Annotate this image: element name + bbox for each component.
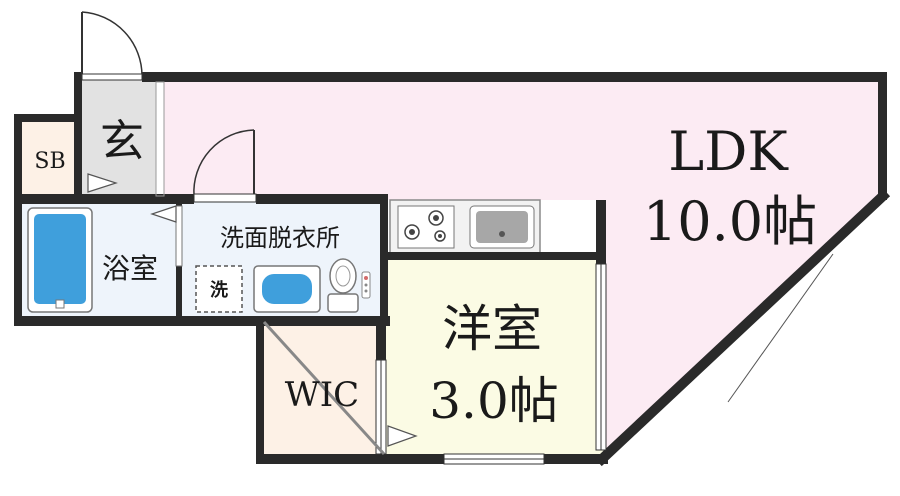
washing-machine-space — [195, 265, 243, 313]
kitchen-sink-icon — [469, 205, 535, 249]
western-floor — [386, 258, 604, 456]
wic-label: WIC — [285, 375, 359, 415]
diagonal-wall — [594, 188, 891, 467]
wic-diagonal — [262, 320, 386, 456]
dressing-door-icon — [193, 129, 257, 203]
sb-floor — [22, 120, 78, 196]
sb-label: SB — [34, 149, 65, 174]
sliding-door-western-ldk — [595, 263, 607, 451]
window-diagonal — [725, 252, 836, 404]
step-marker-icon — [387, 425, 418, 447]
sliding-door-bath — [175, 205, 183, 267]
bathtub-icon — [27, 207, 93, 313]
wash-basin-icon — [253, 265, 321, 313]
entrance-step — [155, 81, 165, 197]
kitchen-counter — [389, 199, 541, 255]
ldk-name-label: LDK — [668, 120, 789, 183]
step-marker-icon — [87, 173, 118, 193]
stove-icon — [397, 205, 455, 249]
entrance-label: 玄 — [100, 116, 144, 167]
entrance-door-icon — [81, 11, 143, 81]
western-size-label: 3.0帖 — [429, 372, 559, 430]
toilet-icon — [327, 258, 371, 313]
ldk-size-label: 10.0帖 — [643, 190, 817, 253]
washer-mark-label: 洗 — [210, 279, 228, 301]
window-bottom — [443, 453, 545, 465]
western-name-label: 洋室 — [442, 300, 542, 358]
sliding-door-entrance — [155, 81, 165, 197]
bath-label: 浴室 — [102, 252, 158, 285]
dressing-label: 洗面脱衣所 — [220, 224, 340, 252]
sliding-door-wic — [375, 359, 387, 455]
step-marker-icon — [150, 205, 177, 223]
